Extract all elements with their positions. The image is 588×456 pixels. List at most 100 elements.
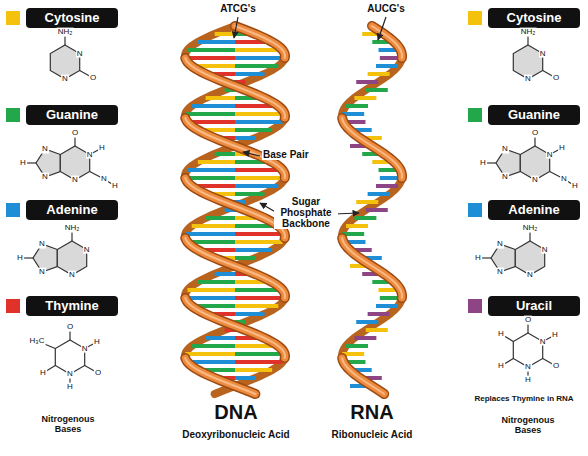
legend-swatch [468,299,482,313]
front-strands [185,26,285,394]
base-bar [206,336,235,340]
legend-label-box: Guanine [26,105,118,125]
legend-swatch [468,108,482,122]
atom-label: N [531,176,539,185]
backbone-ribbon [185,118,285,178]
molecule [50,32,93,79]
atom-label: N [496,268,504,277]
base-bar [235,304,278,308]
leader-line [234,17,238,38]
base-bar [206,96,235,100]
atom-label: N [83,245,91,254]
backbone-ribbon [342,118,402,178]
atom-label: O [94,369,102,378]
atom-label: O [71,129,79,138]
atom-label: N [38,240,46,249]
column-caption: Nitrogenous Bases [491,416,565,436]
backbone-ribbon [185,178,285,238]
callout-label: AUCG's [366,3,405,14]
legend-label-box: Adenine [488,200,580,220]
base-bar [198,40,235,44]
backbone-ribbon [185,238,285,298]
atom-label: N [539,49,547,58]
base-bar [346,104,368,108]
base-pairs [185,32,284,380]
atom-label: H [19,159,27,168]
base-bar [187,48,235,52]
backbone-ribbon-back [185,238,285,298]
atom-label: N [501,145,509,154]
base-bar [215,272,235,276]
base-name-label: Cytosine [26,8,118,28]
base-bar [376,64,398,68]
atom-label: N [86,150,94,159]
backbone-ribbon-back [342,178,402,238]
atom-label: O [524,316,532,325]
diagram-subheading: Ribonucleic Acid [331,429,414,440]
backbone-ribbon [185,58,285,118]
base-bar [215,32,235,36]
atom-label: H [66,383,74,392]
backbone-ribbon [342,238,402,298]
base-bar [368,72,390,76]
legend-swatch [468,11,482,25]
atom-label: O [66,323,74,332]
legend-label-box: Guanine [488,105,580,125]
atom-label: N [66,370,74,379]
diagram-heading: RNA [349,401,394,423]
column-caption: Nitrogenous Bases [31,415,105,435]
backbone-ribbon [185,358,255,394]
leader-line [243,152,260,156]
legend-label-box: Cytosine [26,8,118,28]
backbone-ribbon [185,298,285,358]
atom-label: O [89,74,97,83]
base-bar [185,56,235,60]
base-bar [356,200,378,204]
base-bar [354,336,376,340]
base-bar [235,376,255,380]
atom-label: H [497,330,505,339]
base-bar [235,120,283,124]
front-strand [342,26,402,394]
base-bar [235,248,272,252]
atom-label: N [76,49,84,58]
backbone-ribbon-back [342,298,402,358]
note-label: Replaces Thymine in RNA [473,395,574,404]
backbone-ribbon [185,238,285,298]
backbone-ribbon [185,58,285,118]
atom-label: N [496,240,504,249]
base-bar [235,112,285,116]
legend-swatch [6,203,20,217]
atom-label: H [479,159,487,168]
leader-line [378,17,386,40]
backbone-ribbon [185,298,285,358]
atom-label: N [41,145,49,154]
base-bar [366,328,388,332]
base-bar [235,368,272,372]
rna-helix [342,26,402,394]
atom-label: H [571,182,579,191]
atom-label: H [474,254,482,263]
base-bar [346,224,368,228]
diagram-subheading: Deoxyribonucleic Acid [181,429,290,440]
bases [342,32,402,388]
base-bar [368,312,390,316]
backbone-ribbon [185,238,285,298]
base-bar [235,352,285,356]
base-bar [376,304,398,308]
molecule [37,327,98,387]
back-strands [185,26,285,394]
base-bar [198,280,235,284]
atom-label: NH₂ [522,224,539,233]
base-name-label: Adenine [488,200,580,220]
atom-label: N [524,363,532,372]
atom-label: N [524,75,532,84]
base-bar [376,184,398,188]
base-bar [235,232,285,236]
backbone-ribbon [342,118,402,178]
base-bar [185,112,235,116]
atom-label: N [560,175,568,184]
atom-label: NH₂ [57,28,74,37]
atom-label: H [524,376,532,385]
